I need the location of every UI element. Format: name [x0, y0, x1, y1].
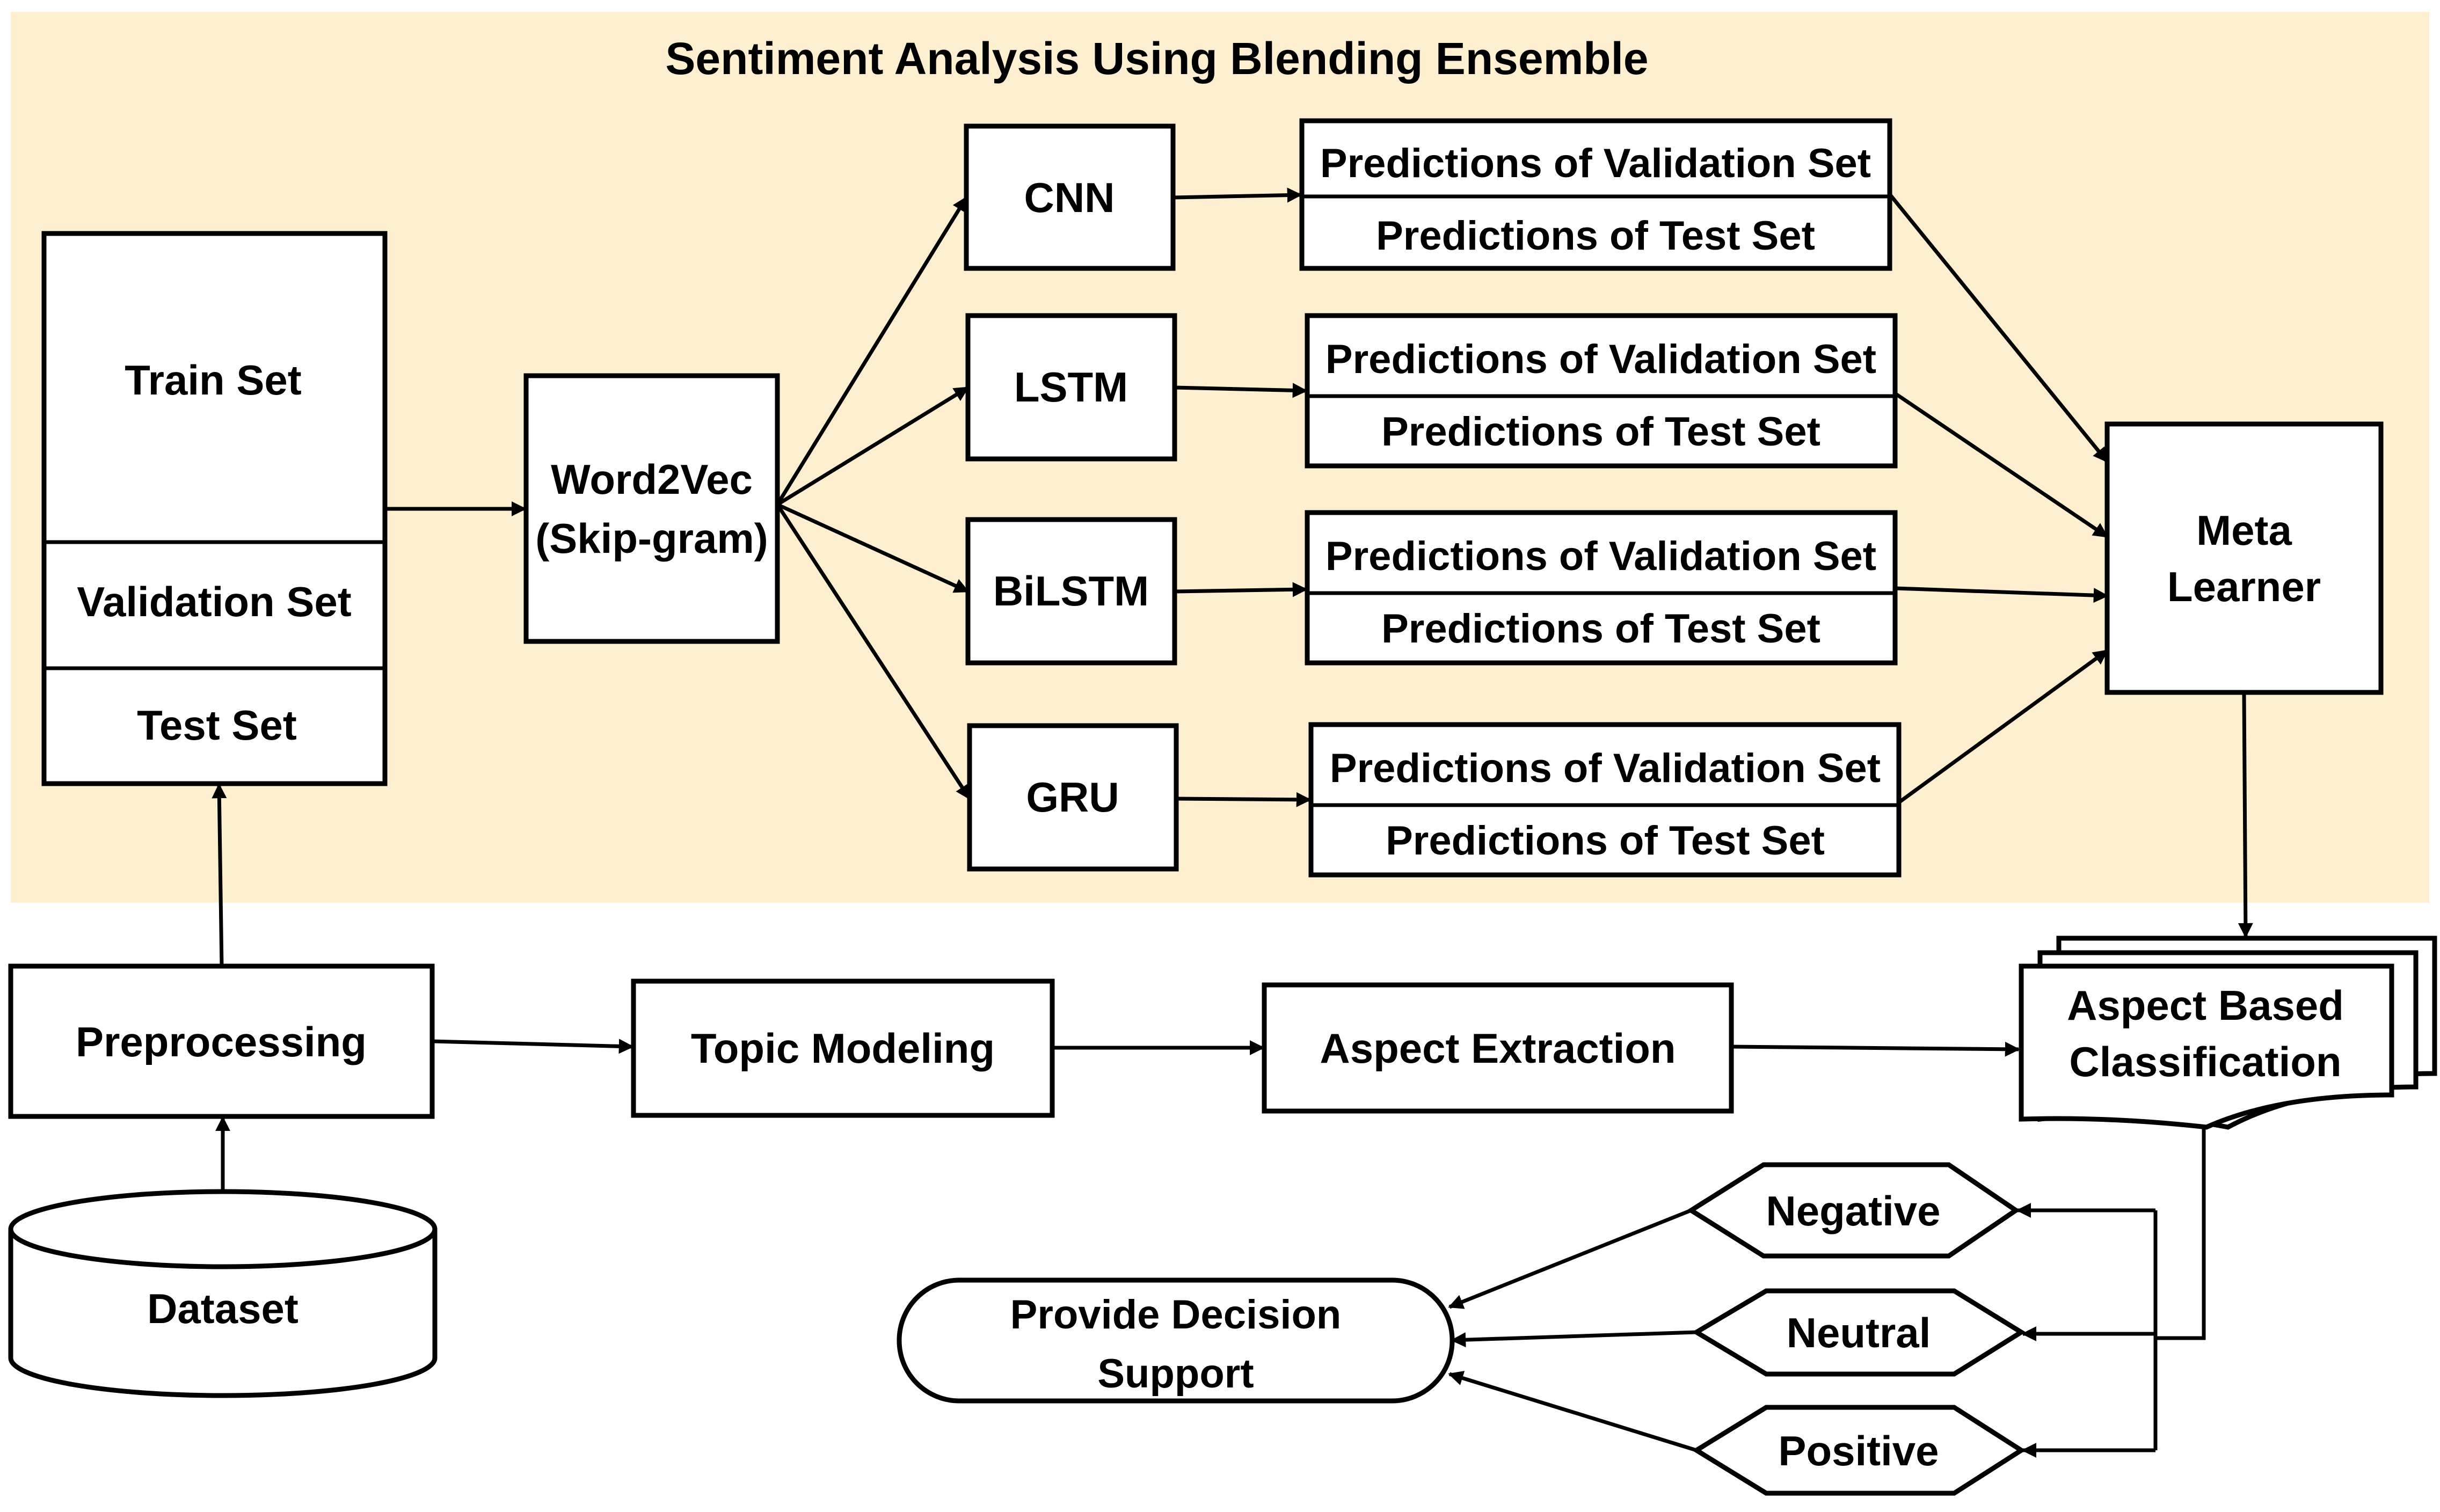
decision-support-label-line2: Support	[1097, 1351, 1254, 1397]
word2vec-label-line1: Word2Vec	[551, 456, 753, 503]
panel-title: Sentiment Analysis Using Blending Ensemb…	[665, 33, 1648, 84]
model-box-lstm: LSTM	[965, 313, 1177, 462]
predictions-test-label-lstm: Predictions of Test Set	[1381, 409, 1820, 455]
sentiment-positive: Positive	[1692, 1405, 2026, 1496]
model-box-bilstm: BiLSTM	[965, 517, 1177, 666]
predictions-validation-label-gru: Predictions of Validation Set	[1330, 746, 1881, 791]
test-set-label: Test Set	[137, 702, 297, 749]
aspect-extraction-label: Aspect Extraction	[1320, 1025, 1676, 1072]
predictions-validation-label-cnn: Predictions of Validation Set	[1320, 141, 1871, 186]
predictions-box-gru: Predictions of Validation Set Prediction…	[1308, 722, 1902, 878]
preprocessing-box: Preprocessing	[8, 963, 435, 1119]
predictions-validation-label-lstm: Predictions of Validation Set	[1325, 337, 1876, 382]
aspect-classification-stack: Aspect Based Classification	[2019, 936, 2437, 1130]
word2vec-box: Word2Vec (Skip-gram)	[523, 373, 780, 644]
topic-modeling-label: Topic Modeling	[691, 1025, 995, 1072]
sentiment-neutral: Neutral	[1692, 1288, 2026, 1377]
aspect-classification-label-line1: Aspect Based	[2067, 982, 2344, 1029]
decision-support-terminator: Provide Decision Support	[897, 1277, 1455, 1404]
model-box-gru: GRU	[967, 723, 1179, 872]
predictions-box-bilstm: Predictions of Validation Set Prediction…	[1305, 510, 1898, 666]
train-set-label: Train Set	[125, 356, 301, 404]
sentiment-neutral-label: Neutral	[1787, 1309, 1931, 1356]
validation-set-label: Validation Set	[77, 578, 351, 625]
dataset-cylinder: Dataset	[8, 1189, 438, 1398]
ensemble-panel	[11, 12, 2429, 903]
decision-support-label-line1: Provide Decision	[1010, 1292, 1342, 1338]
model-box-cnn: CNN	[964, 123, 1176, 271]
meta-learner-box: Meta Learner	[2104, 421, 2384, 695]
connectors	[212, 187, 2253, 1458]
predictions-test-label-gru: Predictions of Test Set	[1386, 818, 1825, 864]
model-label-bilstm: BiLSTM	[993, 567, 1149, 615]
predictions-box-lstm: Predictions of Validation Set Prediction…	[1305, 313, 1898, 469]
word2vec-label-line2: (Skip-gram)	[535, 515, 768, 562]
sentiment-negative-label: Negative	[1766, 1187, 1940, 1235]
aspect-extraction-box: Aspect Extraction	[1262, 982, 1734, 1114]
predictions-validation-label-bilstm: Predictions of Validation Set	[1325, 534, 1876, 579]
preprocessing-label: Preprocessing	[76, 1018, 367, 1065]
predictions-box-cnn: Predictions of Validation Set Prediction…	[1299, 118, 1892, 271]
dataset-label: Dataset	[147, 1285, 298, 1332]
model-label-gru: GRU	[1026, 773, 1119, 821]
sentiment-negative: Negative	[1686, 1162, 2021, 1259]
meta-learner-label-line2: Learner	[2167, 563, 2321, 610]
predictions-test-label-cnn: Predictions of Test Set	[1376, 213, 1815, 259]
aspect-classification-label-line2: Classification	[2069, 1038, 2341, 1085]
topic-modeling-box: Topic Modeling	[631, 978, 1055, 1118]
predictions-test-label-bilstm: Predictions of Test Set	[1381, 606, 1820, 652]
data-split-box: Train Set Validation Set Test Set	[41, 231, 388, 786]
model-label-cnn: CNN	[1024, 174, 1115, 221]
model-label-lstm: LSTM	[1014, 363, 1128, 411]
sentiment-positive-label: Positive	[1778, 1427, 1939, 1474]
meta-learner-label-line1: Meta	[2196, 507, 2292, 554]
